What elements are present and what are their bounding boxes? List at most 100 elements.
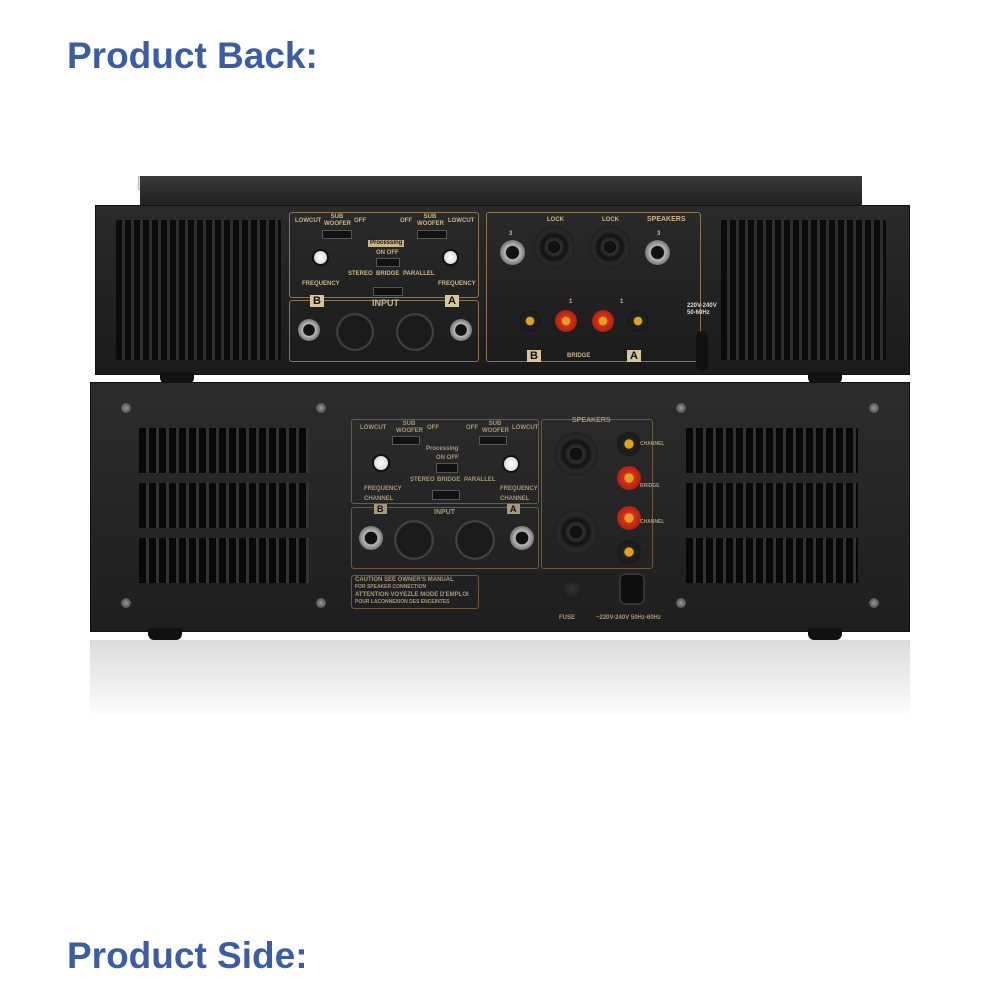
binding-post[interactable] [617,432,641,456]
input-panel: B INPUT A [351,504,539,569]
speakon-b[interactable] [533,226,575,268]
label: LOCK [547,217,564,223]
foot [808,372,842,384]
vent-grille [721,220,886,360]
jack-out-a[interactable] [645,240,670,265]
label: CHANNEL [364,496,394,502]
vent-grille [139,483,309,528]
label: FREQUENCY [364,486,402,492]
label: 3 [657,231,661,237]
label: CHANNEL [640,519,665,525]
channel-b-label: B [310,295,324,307]
channel-b-label: B [527,350,541,362]
screw [316,598,326,608]
label: SUB WOOFER [417,214,444,227]
label: Processing [368,240,405,247]
subwoofer-switch-b[interactable] [392,436,420,445]
subwoofer-switch-a[interactable] [479,436,507,445]
label: LOWCUT [360,425,387,431]
binding-post[interactable] [519,310,541,332]
label: CAUTION SEE OWNER'S MANUAL [355,577,454,583]
channel-a-label: A [507,504,520,514]
screw [676,403,686,413]
screw [869,403,879,413]
label: Processing [426,446,459,452]
binding-post[interactable] [617,466,641,490]
label: LOWCUT [512,425,539,431]
channel-a-label: A [627,350,641,362]
label: SPEAKERS [572,417,611,424]
vent-grille [139,428,309,473]
label: STEREO [348,271,373,277]
jack-input-b[interactable] [359,526,383,550]
label: 1 [620,299,624,305]
screw [869,598,879,608]
frequency-knob-b[interactable] [372,454,390,472]
frequency-knob-a[interactable] [502,455,520,473]
xlr-input-a[interactable] [455,520,495,560]
xlr-input-a[interactable] [396,313,434,351]
jack-input-b[interactable] [298,319,320,341]
screw [121,403,131,413]
label: CHANNEL [500,496,530,502]
label: FOR SPEAKER CONNECTION [355,584,427,590]
mode-switch[interactable] [373,287,403,296]
label: PARALLEL [464,477,496,483]
screw [121,598,131,608]
xlr-input-b[interactable] [336,313,374,351]
power-cord [696,331,708,371]
vent-grille [116,220,281,360]
label: OFF [400,218,412,224]
binding-post[interactable] [617,540,641,564]
label: CHANNEL [640,441,665,447]
top-amplifier-unit: LOWCUT SUB WOOFER OFF OFF SUB WOOFER LOW… [95,205,910,375]
label: BRIDGE [437,477,461,483]
vent-grille [686,428,858,473]
foot [808,628,842,640]
subwoofer-switch-b[interactable] [322,230,352,239]
speakon-a[interactable] [589,226,631,268]
processing-switch[interactable] [436,463,458,473]
label: LOCK [602,217,619,223]
label: 1 [569,299,573,305]
fuse-holder[interactable] [561,578,583,600]
binding-post[interactable] [627,310,649,332]
label: ATTENTION VOYEZLE MODE D'EMPLOI [355,592,469,598]
jack-out-b[interactable] [500,240,525,265]
channel-b-label: B [374,504,387,514]
subwoofer-switch-a[interactable] [417,230,447,239]
label: LOWCUT [295,218,322,224]
reflection [90,640,910,720]
screw [316,403,326,413]
label: OFF [354,218,366,224]
label: SUB WOOFER [324,214,351,227]
binding-post[interactable] [617,506,641,530]
vent-grille [686,538,858,583]
speaker-panel: SPEAKERS CHANNEL BRIDGE CHANNEL [541,417,664,569]
speakon-a[interactable] [554,432,598,476]
speakon-b[interactable] [554,510,598,554]
top-unit-lid [140,176,862,206]
xlr-input-b[interactable] [394,520,434,560]
frequency-knob-b[interactable] [312,249,329,266]
frequency-knob-a[interactable] [442,249,459,266]
bottom-amplifier-unit: LOWCUT SUB WOOFER OFF OFF SUB WOOFER LOW… [90,382,910,632]
label: SUB WOOFER [396,421,423,434]
label: 3 [509,231,513,237]
binding-post[interactable] [592,310,614,332]
label: OFF [466,425,478,431]
power-inlet[interactable] [619,573,645,605]
control-panel: LOWCUT SUB WOOFER OFF OFF SUB WOOFER LOW… [351,419,539,504]
jack-input-a[interactable] [450,319,472,341]
jack-input-a[interactable] [510,526,534,550]
binding-post[interactable] [555,310,577,332]
label: STEREO [410,477,435,483]
label: FREQUENCY [500,486,538,492]
heading-product-side: Product Side: [67,935,308,976]
vent-grille [139,538,309,583]
mode-switch[interactable] [432,490,460,500]
label: BRIDGE [376,271,400,277]
processing-switch[interactable] [376,258,400,267]
label: INPUT [434,509,455,516]
label: OFF [427,425,439,431]
